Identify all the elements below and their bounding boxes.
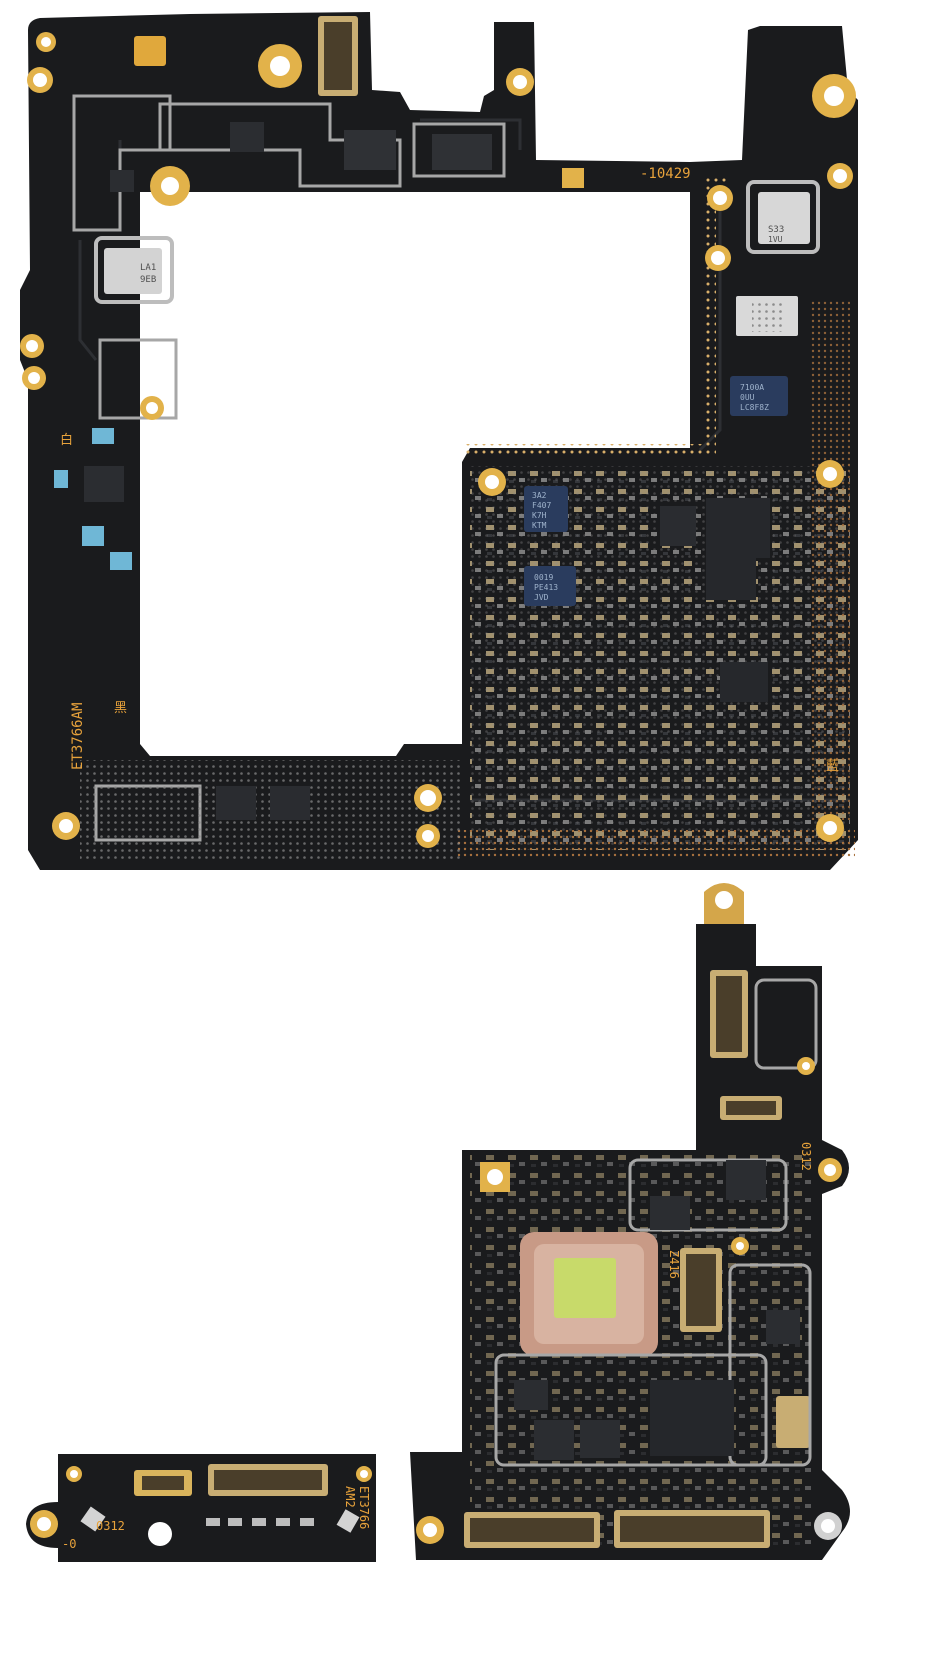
chip-marking: JVD bbox=[534, 593, 549, 602]
chip bbox=[110, 170, 134, 192]
main-board-top: LA1 9EB S33 1VU 3A2 F407 K7H KTM 0019 PE… bbox=[20, 12, 858, 870]
board-code-label: 0312 bbox=[96, 1519, 125, 1533]
board-part-label: ET3766 bbox=[357, 1486, 371, 1529]
chip bbox=[706, 498, 770, 558]
chip bbox=[534, 1420, 574, 1460]
chip-marking: LA1 bbox=[140, 263, 156, 273]
chip-marking: LC8F8Z bbox=[740, 403, 769, 412]
chip-marking: K7H bbox=[532, 511, 547, 520]
gold-pad bbox=[562, 168, 584, 188]
silk-mark: 白 bbox=[60, 432, 73, 448]
board-part-label: AM2 bbox=[343, 1486, 357, 1508]
shield-la1 bbox=[104, 248, 162, 294]
chip bbox=[706, 556, 756, 600]
component bbox=[82, 526, 104, 546]
chip-marking: F407 bbox=[532, 501, 551, 510]
chip-marking: KTM bbox=[532, 521, 547, 530]
chip-marking: 0019 bbox=[534, 573, 553, 582]
mounting-holes bbox=[20, 32, 856, 848]
thermal-pad bbox=[554, 1258, 616, 1318]
chip bbox=[514, 1380, 548, 1410]
chip bbox=[726, 1160, 766, 1200]
chip bbox=[660, 506, 696, 546]
shield-s33 bbox=[758, 192, 810, 244]
chip-marking: 0UU bbox=[740, 393, 755, 402]
sub-board-small: 0312 -0 ET3766 AM2 bbox=[26, 1454, 376, 1562]
chip-marking: 9EB bbox=[140, 275, 156, 285]
chip-marking: PE413 bbox=[534, 583, 558, 592]
chip bbox=[344, 130, 396, 170]
chip bbox=[230, 122, 264, 152]
component bbox=[92, 428, 114, 444]
chip bbox=[650, 1380, 734, 1456]
chip-marking: S33 bbox=[768, 225, 784, 235]
chip bbox=[270, 786, 310, 820]
chip-marking: 7100A bbox=[740, 383, 764, 392]
chip bbox=[524, 566, 576, 606]
chip-marking: 3A2 bbox=[532, 491, 547, 500]
chip bbox=[730, 376, 788, 416]
sub-board-right: 0312 Z416 bbox=[410, 883, 850, 1560]
component bbox=[110, 552, 132, 570]
silk-mark: 藍 bbox=[826, 759, 839, 774]
board-code-label: -10429 bbox=[640, 166, 691, 182]
board-part-label: ET3766AM bbox=[70, 703, 86, 770]
board-code-label: -0 bbox=[62, 1537, 76, 1551]
chip bbox=[720, 662, 768, 702]
chip bbox=[650, 1196, 690, 1230]
chip bbox=[84, 466, 124, 502]
chip bbox=[432, 134, 492, 170]
silk-mark: 黑 bbox=[114, 701, 127, 716]
board-chip-label: Z416 bbox=[667, 1250, 681, 1279]
connector bbox=[776, 1396, 810, 1448]
chip bbox=[216, 786, 256, 820]
chip bbox=[524, 486, 568, 532]
chip bbox=[580, 1420, 620, 1458]
component bbox=[134, 36, 166, 66]
chip bbox=[766, 1310, 800, 1344]
shield-frame bbox=[746, 180, 820, 254]
board-code-label: 0312 bbox=[799, 1142, 813, 1171]
shield-frame bbox=[94, 236, 174, 304]
chip-marking: 1VU bbox=[768, 235, 783, 244]
component bbox=[54, 470, 68, 488]
